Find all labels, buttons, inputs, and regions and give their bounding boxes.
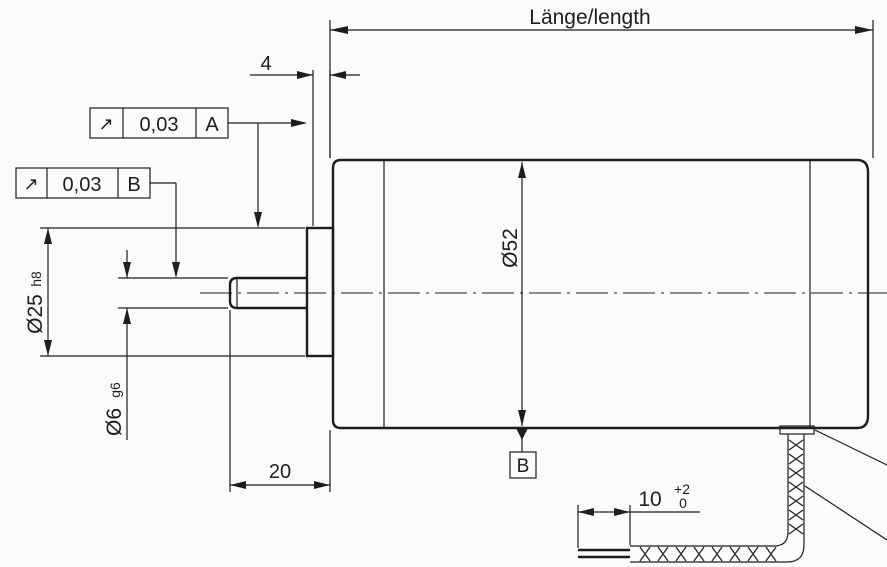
dia-52-label: Ø52: [499, 228, 522, 268]
motor-body: [331, 158, 870, 430]
tolerance-frame-b: ↗ 0,03 B: [15, 167, 180, 278]
runout-icon: ↗: [98, 114, 113, 134]
dimension-20: 20: [229, 310, 331, 492]
cable-len-label: 10: [638, 488, 661, 511]
length-label: Länge/length: [529, 6, 650, 29]
dimension-4: 4: [250, 53, 360, 226]
dim-4-label: 4: [260, 53, 271, 75]
tolerance-b-value: 0,03: [63, 174, 102, 196]
dia-52-dimension: Ø52: [499, 162, 526, 426]
datum-b: B: [509, 428, 537, 479]
tolerance-a-datum: A: [205, 114, 219, 136]
flange: [305, 226, 335, 358]
cable-strip-dimension: 10 +2 0: [577, 481, 700, 548]
dia-6-dimension: Ø6 g6: [103, 250, 228, 440]
cable-tol-lower: 0: [679, 495, 687, 511]
tolerance-frame-a: ↗ 0,03 A: [89, 107, 307, 228]
runout-icon: ↗: [23, 174, 38, 194]
dia-25-label: Ø25: [24, 294, 47, 334]
dia-25-dimension: Ø25 h8: [24, 227, 305, 357]
dia-6-tolerance: g6: [107, 382, 123, 398]
datum-b-label: B: [517, 456, 530, 477]
cable-tol-upper: +2: [674, 481, 690, 497]
length-dimension: Länge/length: [329, 6, 874, 158]
tolerance-a-value: 0,03: [140, 114, 179, 136]
cable: [578, 425, 887, 563]
tolerance-b-datum: B: [127, 174, 140, 196]
dia-25-tolerance: h8: [28, 271, 44, 287]
dia-6-label: Ø6: [103, 408, 126, 436]
dim-20-label: 20: [269, 461, 291, 483]
